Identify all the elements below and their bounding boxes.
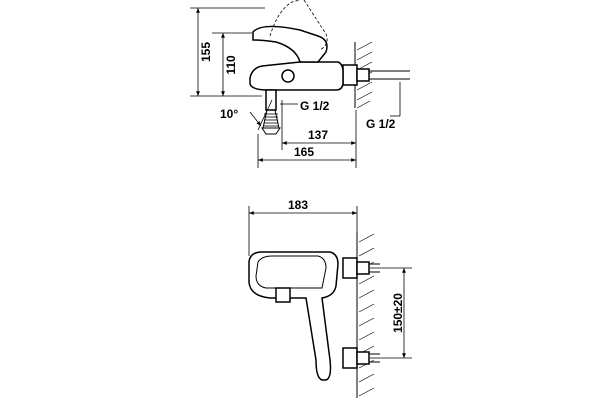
- dim-150: 150±20: [370, 267, 412, 359]
- dim-150-label: 150±20: [391, 293, 405, 333]
- dim-183-label: 183: [288, 198, 308, 212]
- inlet-pipe: [342, 64, 410, 86]
- dim-155: 155: [190, 7, 265, 97]
- connector-top: [342, 257, 380, 279]
- lever-front: [255, 255, 327, 289]
- dim-183: 183: [248, 198, 358, 256]
- dim-angle-label: 10°: [220, 107, 238, 121]
- diverter-knob: [281, 69, 295, 83]
- dim-thread-outlet-label: G 1/2: [300, 99, 330, 113]
- dim-thread-inlet-label: G 1/2: [366, 117, 396, 131]
- dim-165: 165: [257, 134, 356, 168]
- dim-137-label: 137: [308, 128, 328, 142]
- faucet-body-side: [249, 61, 344, 91]
- dim-165-label: 165: [294, 145, 314, 159]
- dim-110: 110: [212, 32, 252, 96]
- outlet-front: [275, 287, 291, 303]
- front-view: 183 150±20: [248, 198, 412, 398]
- dim-137: 137: [281, 100, 357, 168]
- lever-handle: [252, 25, 328, 63]
- shower-outlet: [261, 89, 281, 135]
- dim-angle: 10°: [220, 99, 273, 131]
- dim-155-label: 155: [199, 42, 213, 62]
- wall-hatch-bottom: [356, 232, 375, 398]
- faucet-body-front: [248, 251, 339, 381]
- connector-bottom: [342, 347, 380, 369]
- lever-handle-raised: [269, 0, 328, 51]
- dim-thread-inlet: G 1/2: [366, 82, 401, 131]
- dim-thread-outlet: G 1/2: [280, 99, 330, 113]
- side-view: 155 110 10° G 1/2 G 1/2 137: [190, 0, 410, 168]
- dim-110-label: 110: [224, 55, 238, 75]
